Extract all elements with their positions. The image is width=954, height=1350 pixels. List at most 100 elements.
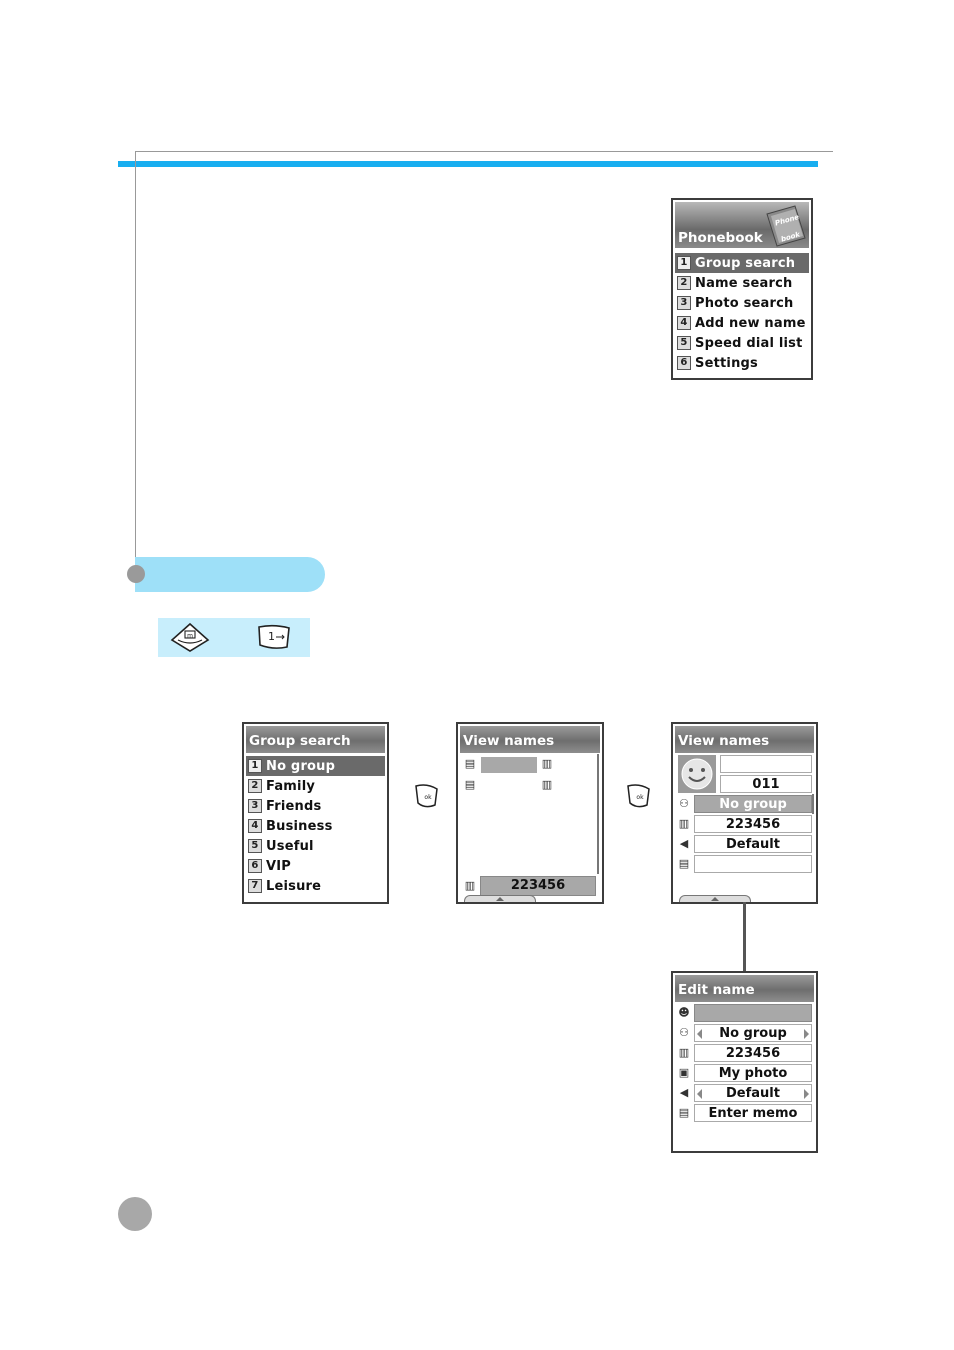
phonebook-item-add-new-name[interactable]: 4 Add new name — [675, 313, 809, 333]
left-arrow-icon[interactable] — [697, 1089, 702, 1099]
mobile-phone-icon: ▥ — [678, 817, 690, 830]
memo-field — [694, 855, 812, 873]
item-label: Settings — [695, 355, 758, 371]
margin-rule — [135, 151, 136, 564]
header-accent-bar — [118, 161, 818, 167]
name-input[interactable] — [694, 1004, 812, 1022]
section-heading-pill — [135, 557, 325, 592]
right-arrow-icon[interactable] — [804, 1089, 809, 1099]
item-label: No group — [266, 758, 336, 774]
flow-connector — [743, 902, 746, 972]
phonebook-key-glyph: m — [187, 633, 193, 640]
phonebook-logo-icon: Phone book — [766, 205, 806, 247]
item-label: Friends — [266, 798, 322, 814]
ok-key-icon: ok — [415, 784, 438, 808]
phonebook-item-group-search[interactable]: 1 Group search — [675, 253, 809, 273]
group-field: No group — [694, 795, 812, 813]
name-field — [720, 755, 812, 773]
one-key-digit: 1 — [268, 630, 275, 643]
ringtone-field: Default — [694, 835, 812, 853]
item-number: 6 — [248, 859, 262, 873]
group-search-title-text: Group search — [249, 733, 351, 749]
item-label: Leisure — [266, 878, 322, 894]
person-icon: ☻ — [678, 1006, 690, 1019]
mobile-phone-icon: ▥ — [678, 1046, 690, 1059]
right-arrow-icon[interactable] — [804, 1029, 809, 1039]
phonebook-menu: 1 Group search 2 Name search 3 Photo search… — [673, 253, 811, 373]
key-sequence-box: m 1 — [158, 618, 310, 657]
item-number: 2 — [677, 276, 691, 290]
edit-name-screen: Edit name ☻ ⚇ No group ▥ 223456 ▣ My pho… — [671, 971, 818, 1153]
phonebook-item-photo-search[interactable]: 3 Photo search — [675, 293, 809, 313]
mobile-phone-icon: ▥ — [541, 757, 553, 770]
soft-key-tab[interactable] — [464, 895, 536, 902]
ok-key-icon: ok — [627, 784, 650, 808]
phonebook-title-text: Phonebook — [678, 230, 763, 246]
item-number: 6 — [677, 356, 691, 370]
phonebook-key-icon: m — [170, 622, 210, 652]
ok-key-label: ok — [636, 794, 644, 801]
entry-number-field: 011 — [720, 775, 812, 793]
photo-icon: ▣ — [678, 1066, 690, 1079]
item-number: 1 — [248, 759, 262, 773]
phonebook-item-settings[interactable]: 6 Settings — [675, 353, 809, 373]
item-label: Name search — [695, 275, 793, 291]
memo-icon: ▤ — [678, 857, 690, 870]
view-names-detail-screen: View names 011 ⚇ No group ▥ 223456 ◀ Def… — [671, 722, 818, 904]
ringtone-value: Default — [726, 1086, 780, 1101]
item-label: VIP — [266, 858, 292, 874]
view-names-detail-title: View names — [675, 726, 814, 753]
soft-key-tab[interactable] — [679, 895, 751, 902]
edit-name-title-text: Edit name — [678, 982, 755, 998]
memo-input[interactable]: Enter memo — [694, 1104, 812, 1122]
group-item-friends[interactable]: 3 Friends — [246, 796, 385, 816]
phonebook-title: Phonebook Phone book — [675, 202, 809, 248]
item-number: 3 — [677, 296, 691, 310]
item-label: Photo search — [695, 295, 794, 311]
list-item-selected[interactable] — [481, 757, 537, 773]
item-number: 7 — [248, 879, 262, 893]
page-number-circle — [118, 1197, 152, 1231]
number-field: 223456 — [694, 815, 812, 833]
photo-field[interactable]: My photo — [694, 1064, 812, 1082]
phonebook-item-name-search[interactable]: 2 Name search — [675, 273, 809, 293]
view-names-detail-title-text: View names — [678, 733, 770, 749]
contact-card-icon: ▤ — [464, 778, 476, 791]
group-item-useful[interactable]: 5 Useful — [246, 836, 385, 856]
ringtone-selector[interactable]: Default — [694, 1084, 812, 1102]
item-number: 3 — [248, 799, 262, 813]
item-number: 1 — [677, 256, 691, 270]
scrollbar[interactable] — [812, 794, 814, 814]
section-bullet — [127, 565, 145, 583]
one-key-icon: 1 — [258, 624, 290, 649]
item-label: Useful — [266, 838, 314, 854]
header-rule — [135, 151, 833, 152]
group-item-leisure[interactable]: 7 Leisure — [246, 876, 385, 896]
group-selector[interactable]: No group — [694, 1024, 812, 1042]
item-number: 5 — [248, 839, 262, 853]
item-number: 4 — [677, 316, 691, 330]
mobile-phone-icon: ▥ — [464, 879, 476, 892]
avatar-smiley-icon — [678, 755, 716, 793]
group-item-no-group[interactable]: 1 No group — [246, 756, 385, 776]
speaker-icon: ◀ — [679, 837, 689, 850]
left-arrow-icon[interactable] — [697, 1029, 702, 1039]
view-names-title-text: View names — [463, 733, 555, 749]
group-item-vip[interactable]: 6 VIP — [246, 856, 385, 876]
group-icon: ⚇ — [679, 797, 689, 810]
scrollbar[interactable] — [597, 754, 599, 874]
item-number: 2 — [248, 779, 262, 793]
edit-name-title: Edit name — [675, 975, 814, 1002]
group-search-title: Group search — [246, 726, 385, 753]
phonebook-screen: Phonebook Phone book 1 Group search 2 Name… — [671, 198, 813, 380]
number-input[interactable]: 223456 — [694, 1044, 812, 1062]
item-label: Speed dial list — [695, 335, 803, 351]
item-label: Add new name — [695, 315, 806, 331]
item-label: Group search — [695, 255, 796, 271]
ok-key-label: ok — [424, 794, 432, 801]
item-label: Business — [266, 818, 333, 834]
